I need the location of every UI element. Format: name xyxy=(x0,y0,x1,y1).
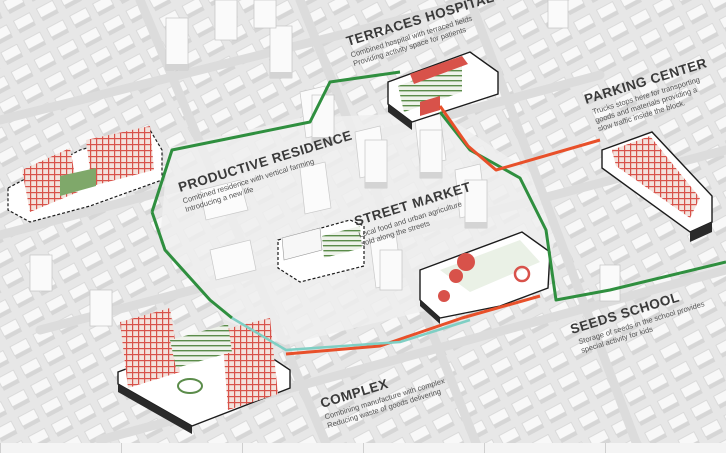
bottom-panel-4 xyxy=(363,443,484,453)
bottom-panel-3 xyxy=(242,443,363,453)
bottom-panel-5 xyxy=(484,443,605,453)
bottom-panel-6 xyxy=(605,443,726,453)
bottom-panel-strip xyxy=(0,443,726,453)
bottom-panel-2 xyxy=(121,443,242,453)
bottom-panel-1 xyxy=(0,443,121,453)
